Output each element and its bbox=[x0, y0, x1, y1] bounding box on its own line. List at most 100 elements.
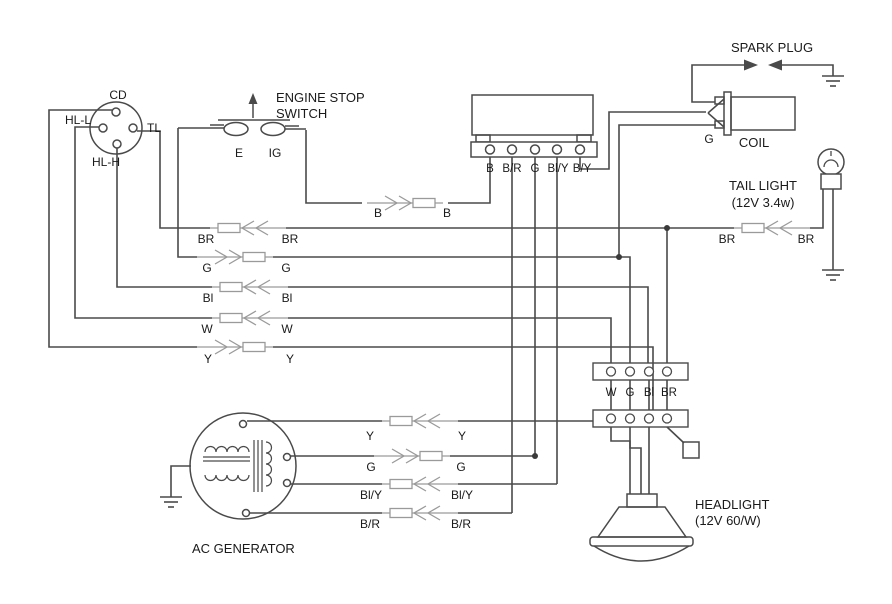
wire-headlight-g bbox=[629, 427, 642, 494]
junction-dots bbox=[532, 225, 670, 459]
row-br-left: BR bbox=[198, 232, 215, 246]
row-g-left: G bbox=[202, 261, 211, 275]
gen-row-br-left: B/R bbox=[360, 517, 380, 531]
cdi-terminal bbox=[484, 144, 496, 155]
connector-terminal bbox=[643, 413, 655, 424]
connector-label-br: BR bbox=[661, 387, 677, 399]
cdi-terminal bbox=[506, 144, 518, 155]
cdi-terminal bbox=[574, 144, 586, 155]
gen-row-bly-left: Bl/Y bbox=[360, 488, 382, 502]
connector-label-bl: Bl bbox=[644, 387, 654, 399]
junction-dot bbox=[616, 254, 622, 260]
wire-br bbox=[137, 130, 824, 229]
headlight-rating: (12V 60/W) bbox=[695, 513, 761, 528]
connector-label-w: W bbox=[606, 387, 617, 399]
row-y-right: Y bbox=[286, 352, 294, 366]
cdi-terminal-label: B/R bbox=[502, 163, 521, 175]
row-br-right: BR bbox=[282, 232, 299, 246]
generator-body bbox=[189, 412, 297, 520]
coil-connector-bar bbox=[723, 91, 732, 136]
cdi-box bbox=[471, 94, 594, 136]
wire-connector bbox=[381, 413, 459, 429]
wire-b bbox=[305, 130, 491, 204]
generator-terminal bbox=[238, 419, 248, 429]
wire-spark bbox=[691, 64, 834, 103]
cdi-terminal bbox=[551, 144, 563, 155]
wire-connector bbox=[381, 476, 459, 492]
generator-core bbox=[203, 440, 263, 492]
connector-terminal bbox=[605, 413, 617, 424]
connector-terminal bbox=[661, 413, 673, 424]
row-y-left: Y bbox=[204, 352, 212, 366]
row-b-right: B bbox=[443, 206, 451, 220]
row-g-right: G bbox=[281, 261, 290, 275]
gen-row-y-right: Y bbox=[458, 429, 466, 443]
gen-row-g-left: G bbox=[366, 460, 375, 474]
row-bl-right: Bl bbox=[282, 291, 293, 305]
cdi-terminal-label: Bl/Y bbox=[547, 163, 568, 175]
generator-terminal bbox=[282, 478, 292, 488]
wire-connector bbox=[211, 310, 289, 326]
spark-plug bbox=[744, 59, 782, 71]
engine-stop-title-line1: ENGINE STOP bbox=[276, 90, 365, 105]
cdi-tab-left bbox=[475, 134, 491, 143]
tail-wire-label-right: BR bbox=[798, 232, 815, 246]
headlight-shell bbox=[596, 506, 688, 538]
engine-stop-title-line2: SWITCH bbox=[276, 106, 327, 121]
wire-coil-ground bbox=[618, 124, 716, 257]
contact-ig bbox=[260, 121, 286, 137]
generator-coil-lower bbox=[204, 474, 250, 482]
ground-icon bbox=[159, 496, 183, 508]
connector-terminal bbox=[624, 366, 636, 377]
tail-bulb-filament bbox=[823, 151, 839, 168]
generator-coil-right bbox=[265, 441, 273, 487]
cdi-terminal-label: B bbox=[486, 163, 494, 175]
contact-e-label: E bbox=[235, 146, 243, 160]
contact-ig-label: IG bbox=[269, 146, 282, 160]
headlight-socket bbox=[626, 493, 658, 508]
cdi-terminal-label: B/Y bbox=[573, 163, 592, 175]
headlight-connector-terminals bbox=[605, 366, 673, 424]
headlight-name: HEADLIGHT bbox=[695, 497, 769, 512]
wire-gen-ground bbox=[170, 465, 191, 497]
cd-terminal-bottom bbox=[112, 139, 122, 149]
cd-switch bbox=[89, 101, 143, 155]
connector-links bbox=[610, 380, 668, 410]
tail-bulb-base bbox=[820, 173, 842, 190]
headlight-lens bbox=[593, 545, 690, 562]
row-bl-left: Bl bbox=[203, 291, 214, 305]
coil-tab-top bbox=[714, 96, 725, 105]
connector-terminal bbox=[605, 366, 617, 377]
generator-coil-upper bbox=[204, 445, 250, 453]
gen-row-bly-right: Bl/Y bbox=[451, 488, 473, 502]
wire-g bbox=[177, 128, 631, 363]
cdi-terminal-label: G bbox=[531, 163, 540, 175]
ac-generator-label: AC GENERATOR bbox=[192, 541, 295, 556]
connector-terminal bbox=[624, 413, 636, 424]
connector-label-g: G bbox=[626, 387, 635, 399]
generator-terminal bbox=[282, 452, 292, 462]
coil-connector-wedge bbox=[707, 98, 725, 128]
contact-e bbox=[223, 121, 249, 137]
wire-headlight-br bbox=[666, 426, 685, 444]
wire-connector bbox=[209, 220, 287, 236]
tail-light bbox=[817, 148, 845, 190]
wire-bl bbox=[116, 148, 649, 363]
tail-light-rating: (12V 3.4w) bbox=[732, 195, 795, 210]
wire-headlight-w bbox=[610, 427, 631, 494]
switch-arrow-head bbox=[248, 93, 258, 104]
spark-gap-arrow-right bbox=[744, 59, 758, 71]
spark-plug-label: SPARK PLUG bbox=[731, 40, 813, 55]
cd-terminal-hlh-label: HL-H bbox=[92, 155, 120, 169]
wire-connector bbox=[381, 505, 459, 521]
cdi-tab-right bbox=[576, 134, 592, 143]
connector-terminal bbox=[661, 366, 673, 377]
cdi-terminal bbox=[529, 144, 541, 155]
junction-dot bbox=[532, 453, 538, 459]
cd-terminal-right bbox=[128, 123, 138, 133]
coil-label: COIL bbox=[739, 135, 769, 150]
harness-wires bbox=[48, 64, 834, 514]
ac-generator bbox=[189, 412, 297, 520]
